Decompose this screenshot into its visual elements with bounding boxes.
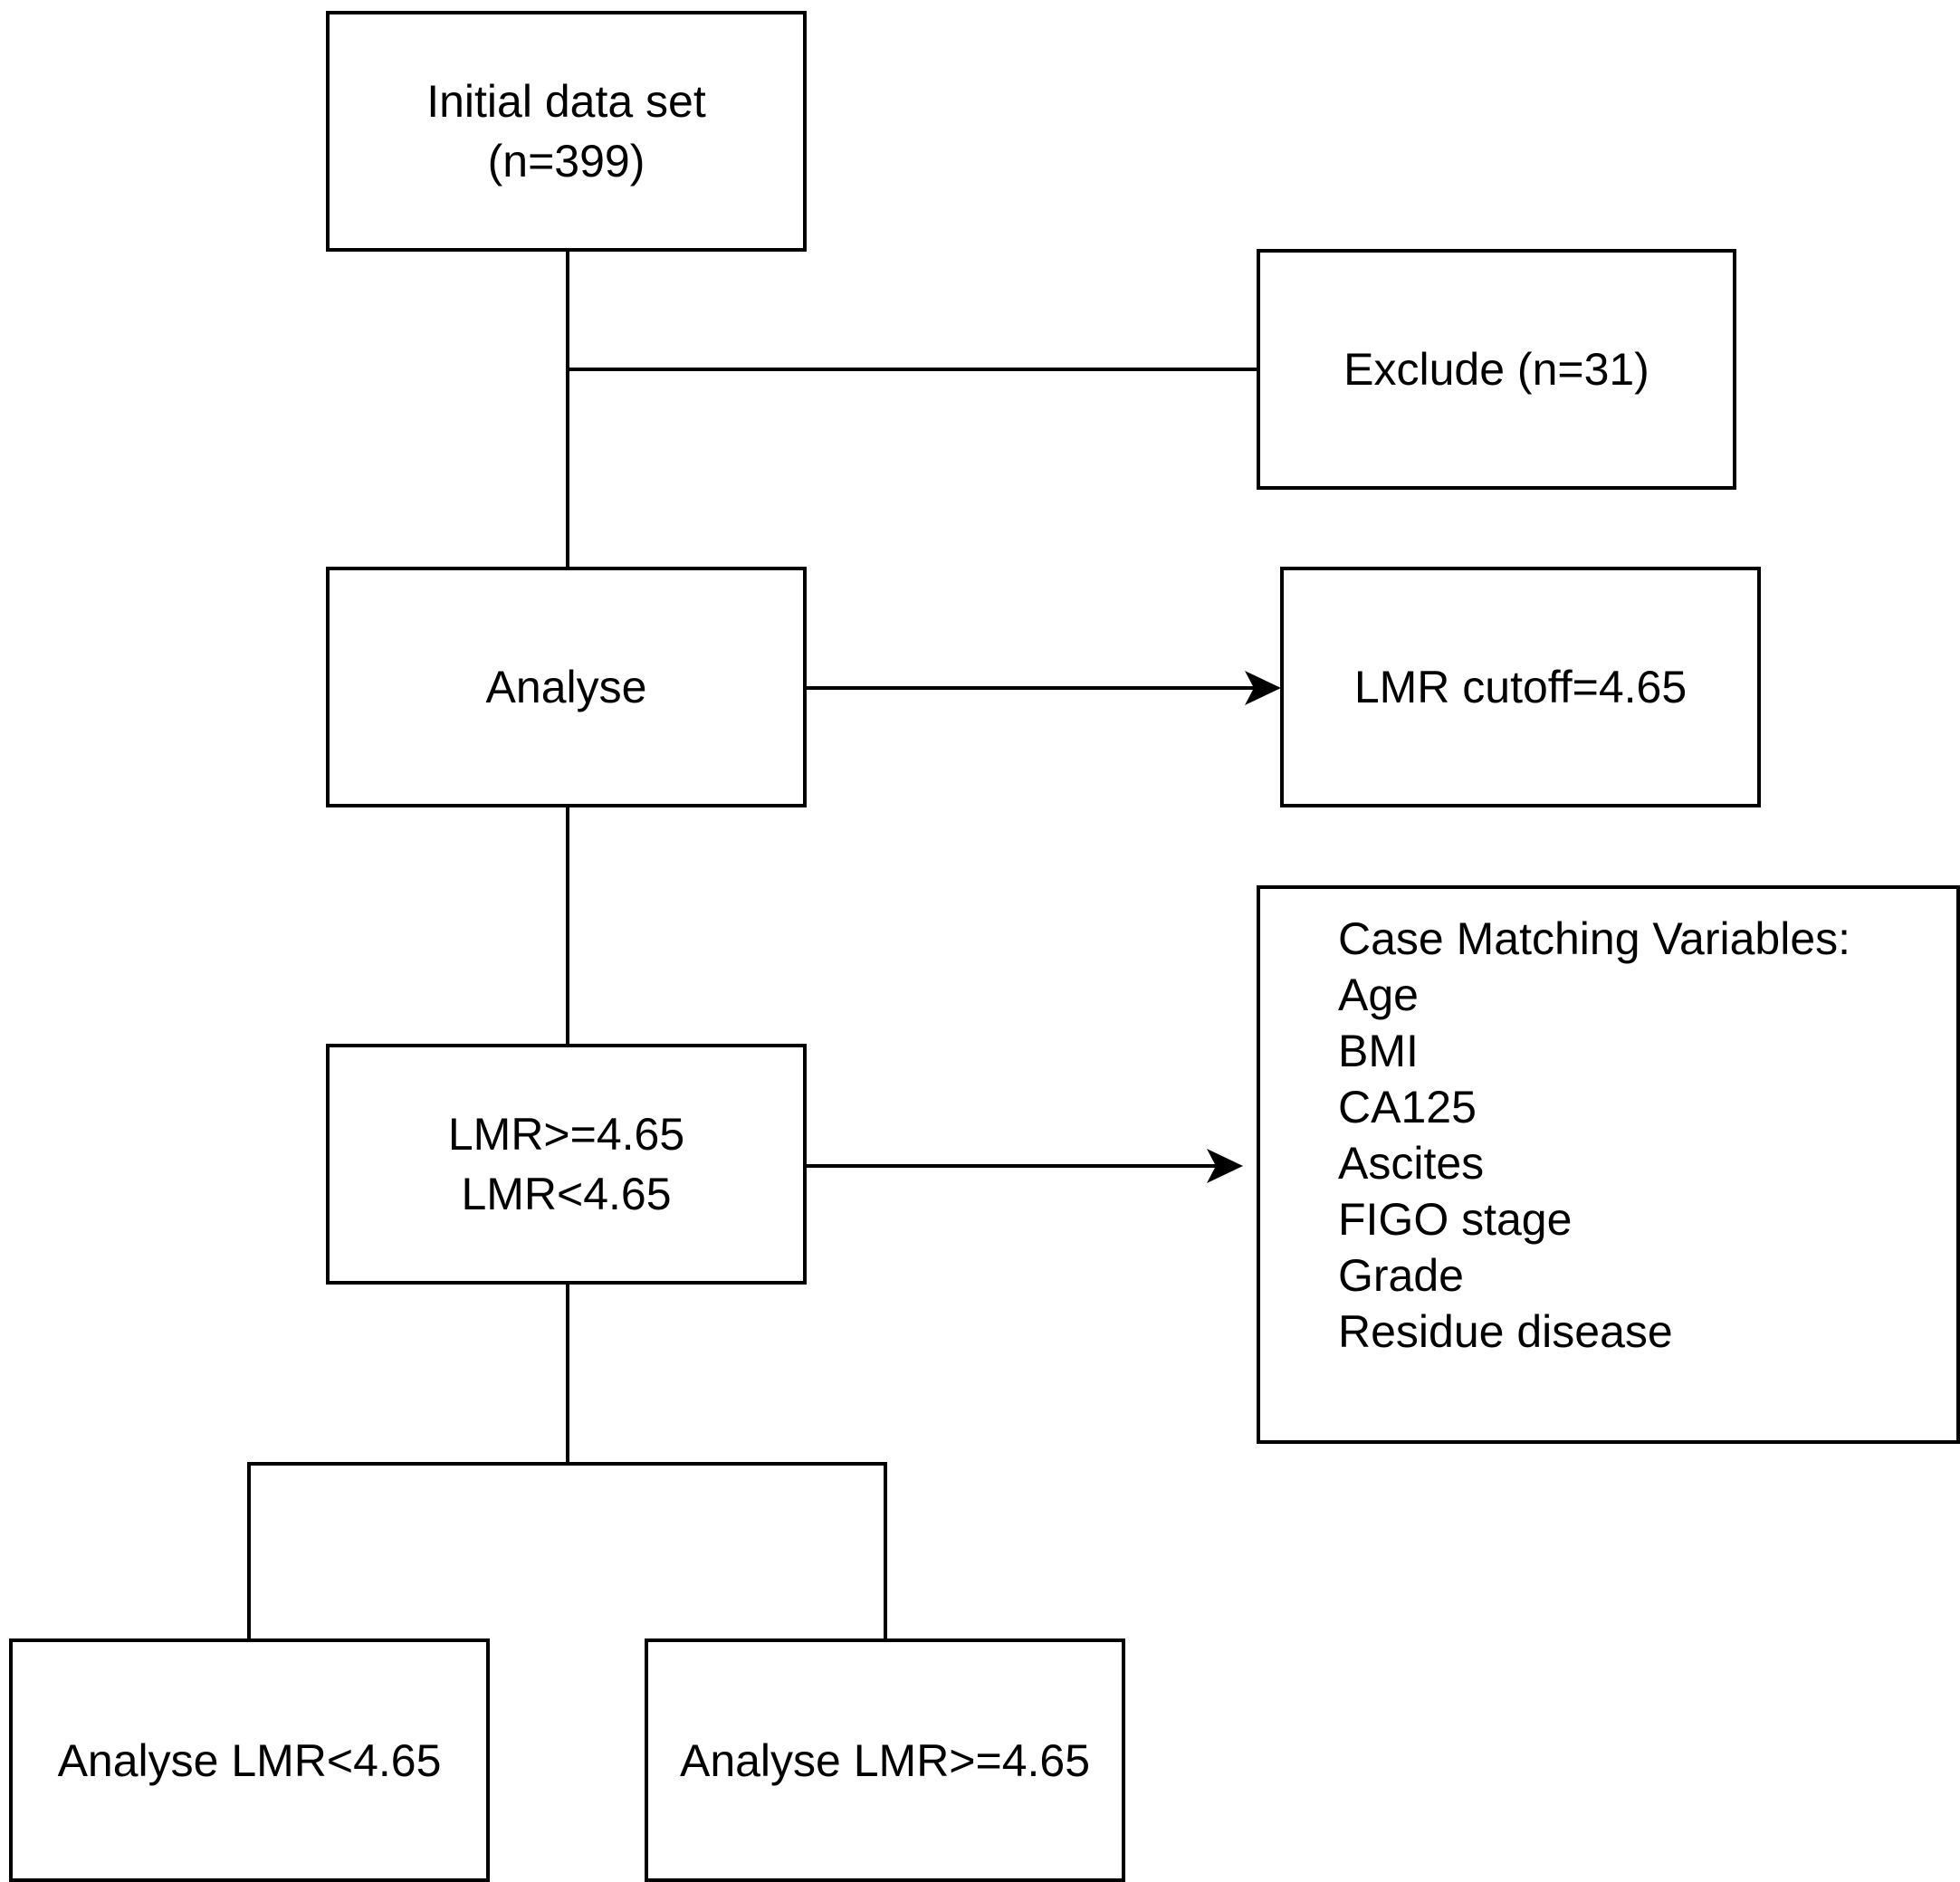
arrow-to-cutoff (806, 671, 1281, 705)
matching-variable: BMI (1338, 1026, 1419, 1076)
initial-data-set-label: Initial data set (426, 76, 706, 127)
matching-variable: CA125 (1338, 1082, 1477, 1132)
arrow-to-matching (806, 1149, 1243, 1183)
analyse-low-box: Analyse LMR<4.65 (9, 1638, 490, 1882)
matching-variable: Residue disease (1338, 1306, 1673, 1357)
matching-variable: Age (1338, 970, 1419, 1020)
analyse-low-label: Analyse LMR<4.65 (57, 1734, 442, 1786)
lmr-low-label: LMR<4.65 (461, 1169, 672, 1219)
matching-variable: Ascites (1338, 1138, 1485, 1189)
lmr-split-box: LMR>=4.65 LMR<4.65 (326, 1044, 807, 1285)
initial-data-set-box: Initial data set (n=399) (326, 11, 807, 252)
lmr-cutoff-box: LMR cutoff=4.65 (1280, 567, 1761, 807)
case-matching-title: Case Matching Variables: (1338, 913, 1851, 964)
analyse-box: Analyse (326, 567, 807, 807)
lmr-high-label: LMR>=4.65 (447, 1109, 685, 1160)
connector-branch (247, 1462, 887, 1640)
analyse-high-box: Analyse LMR>=4.65 (645, 1638, 1125, 1882)
initial-data-set-count: (n=399) (487, 136, 645, 186)
exclude-box: Exclude (n=31) (1257, 249, 1736, 490)
lmr-cutoff-label: LMR cutoff=4.65 (1353, 662, 1688, 712)
analyse-high-label: Analyse LMR>=4.65 (679, 1734, 1091, 1786)
matching-variable: FIGO stage (1338, 1194, 1573, 1245)
case-matching-box: Case Matching Variables: Age BMI CA125 A… (1257, 885, 1960, 1444)
analyse-label: Analyse (485, 662, 647, 712)
exclude-label: Exclude (n=31) (1343, 344, 1649, 395)
matching-variable: Grade (1338, 1250, 1464, 1301)
